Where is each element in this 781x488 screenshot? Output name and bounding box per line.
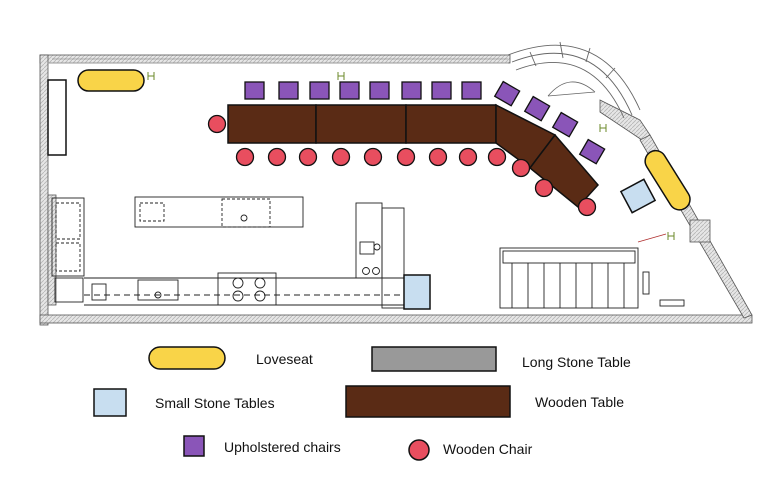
small-stone-table-lounge[interactable] bbox=[619, 178, 657, 214]
wooden-chair[interactable] bbox=[428, 147, 448, 167]
bay-window bbox=[507, 41, 641, 119]
upholstered-chair[interactable] bbox=[431, 81, 452, 100]
loveseat-right[interactable] bbox=[641, 147, 694, 214]
legend-label-long-stone-table: Long Stone Table bbox=[522, 354, 631, 370]
legend-swatch-loveseat bbox=[148, 346, 226, 370]
upholstered-chair[interactable] bbox=[278, 81, 299, 100]
upholstered-chair[interactable] bbox=[551, 111, 579, 138]
wooden-tables bbox=[227, 103, 600, 209]
wooden-chair[interactable] bbox=[267, 147, 287, 167]
wooden-chair[interactable] bbox=[534, 178, 554, 198]
legend-swatch-wooden-chair bbox=[408, 439, 430, 461]
upholstered-chair[interactable] bbox=[369, 81, 390, 100]
door-swing bbox=[547, 81, 596, 97]
legend-swatch-wooden-table bbox=[345, 385, 511, 418]
upholstered-chair[interactable] bbox=[339, 81, 360, 100]
wooden-chair[interactable] bbox=[577, 197, 597, 217]
upholstered-chair[interactable] bbox=[578, 138, 606, 165]
kitchen-fixtures bbox=[48, 62, 685, 309]
upholstered-chair[interactable] bbox=[493, 80, 521, 107]
legend-label-small-stone-tables: Small Stone Tables bbox=[155, 395, 275, 411]
legend-label-loveseat: Loveseat bbox=[256, 351, 313, 367]
wooden-chair[interactable] bbox=[235, 147, 255, 167]
wooden-chair[interactable] bbox=[363, 147, 383, 167]
wooden-chairs bbox=[207, 114, 597, 217]
upholstered-chair[interactable] bbox=[244, 81, 265, 100]
upholstered-chairs bbox=[244, 80, 606, 165]
wall-cabinet bbox=[47, 79, 67, 156]
wooden-chair[interactable] bbox=[298, 147, 318, 167]
legend-swatch-long-stone-table bbox=[371, 346, 497, 372]
legend bbox=[93, 346, 511, 461]
legend-swatch-small-stone-tables bbox=[93, 388, 127, 417]
legend-swatch-upholstered-chairs bbox=[183, 435, 205, 457]
wooden-chair[interactable] bbox=[487, 147, 507, 167]
upholstered-chair[interactable] bbox=[309, 81, 330, 100]
loveseat-top[interactable] bbox=[77, 69, 145, 92]
wooden-chair[interactable] bbox=[511, 158, 531, 178]
wooden-chair[interactable] bbox=[396, 147, 416, 167]
wooden-table[interactable] bbox=[405, 104, 497, 144]
legend-label-wooden-table: Wooden Table bbox=[535, 394, 624, 410]
wooden-chair[interactable] bbox=[458, 147, 478, 167]
legend-label-wooden-chair: Wooden Chair bbox=[443, 441, 533, 457]
wooden-chair[interactable] bbox=[331, 147, 351, 167]
wooden-chair[interactable] bbox=[207, 114, 227, 134]
upholstered-chair[interactable] bbox=[401, 81, 422, 100]
h-markers bbox=[147, 72, 675, 240]
upholstered-chair[interactable] bbox=[461, 81, 482, 100]
legend-label-upholstered-chairs: Upholstered chairs bbox=[224, 439, 341, 455]
wooden-table[interactable] bbox=[315, 104, 407, 144]
wooden-table[interactable] bbox=[528, 133, 600, 209]
small-stone-table-counter[interactable] bbox=[403, 274, 431, 310]
wooden-table[interactable] bbox=[227, 104, 317, 144]
upholstered-chair[interactable] bbox=[523, 95, 551, 122]
